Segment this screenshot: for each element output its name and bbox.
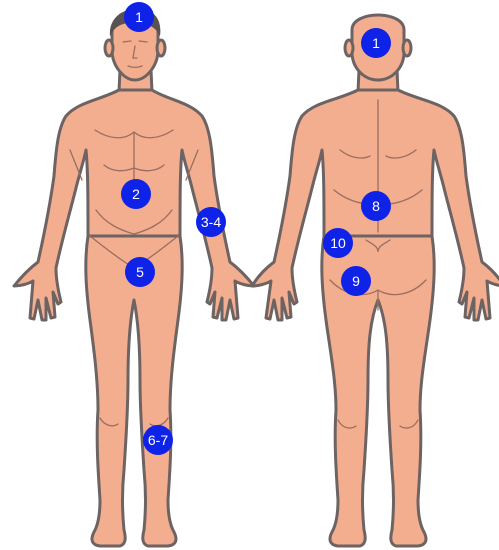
- marker-label: 3-4: [201, 214, 221, 230]
- marker-label: 10: [330, 235, 346, 251]
- marker-back-1[interactable]: 1: [361, 28, 391, 58]
- marker-front-2[interactable]: 2: [121, 179, 151, 209]
- marker-label: 6-7: [148, 432, 168, 448]
- marker-label: 1: [135, 9, 143, 25]
- marker-back-10[interactable]: 10: [323, 228, 353, 258]
- marker-label: 9: [352, 273, 360, 289]
- marker-front-3-4[interactable]: 3-4: [196, 207, 226, 237]
- back-right-ear: [403, 40, 411, 56]
- marker-back-8[interactable]: 8: [361, 191, 391, 221]
- marker-back-9[interactable]: 9: [341, 266, 371, 296]
- marker-front-1[interactable]: 1: [124, 2, 154, 32]
- marker-label: 1: [372, 35, 380, 51]
- back-figure: [252, 15, 499, 546]
- back-left-ear: [345, 40, 353, 56]
- back-legs: [322, 236, 434, 546]
- front-right-ear: [157, 40, 165, 56]
- marker-front-5[interactable]: 5: [125, 257, 155, 287]
- marker-label: 5: [136, 264, 144, 280]
- marker-label: 8: [372, 198, 380, 214]
- marker-label: 2: [132, 186, 140, 202]
- marker-front-6-7[interactable]: 6-7: [143, 425, 173, 455]
- front-left-ear: [105, 40, 113, 56]
